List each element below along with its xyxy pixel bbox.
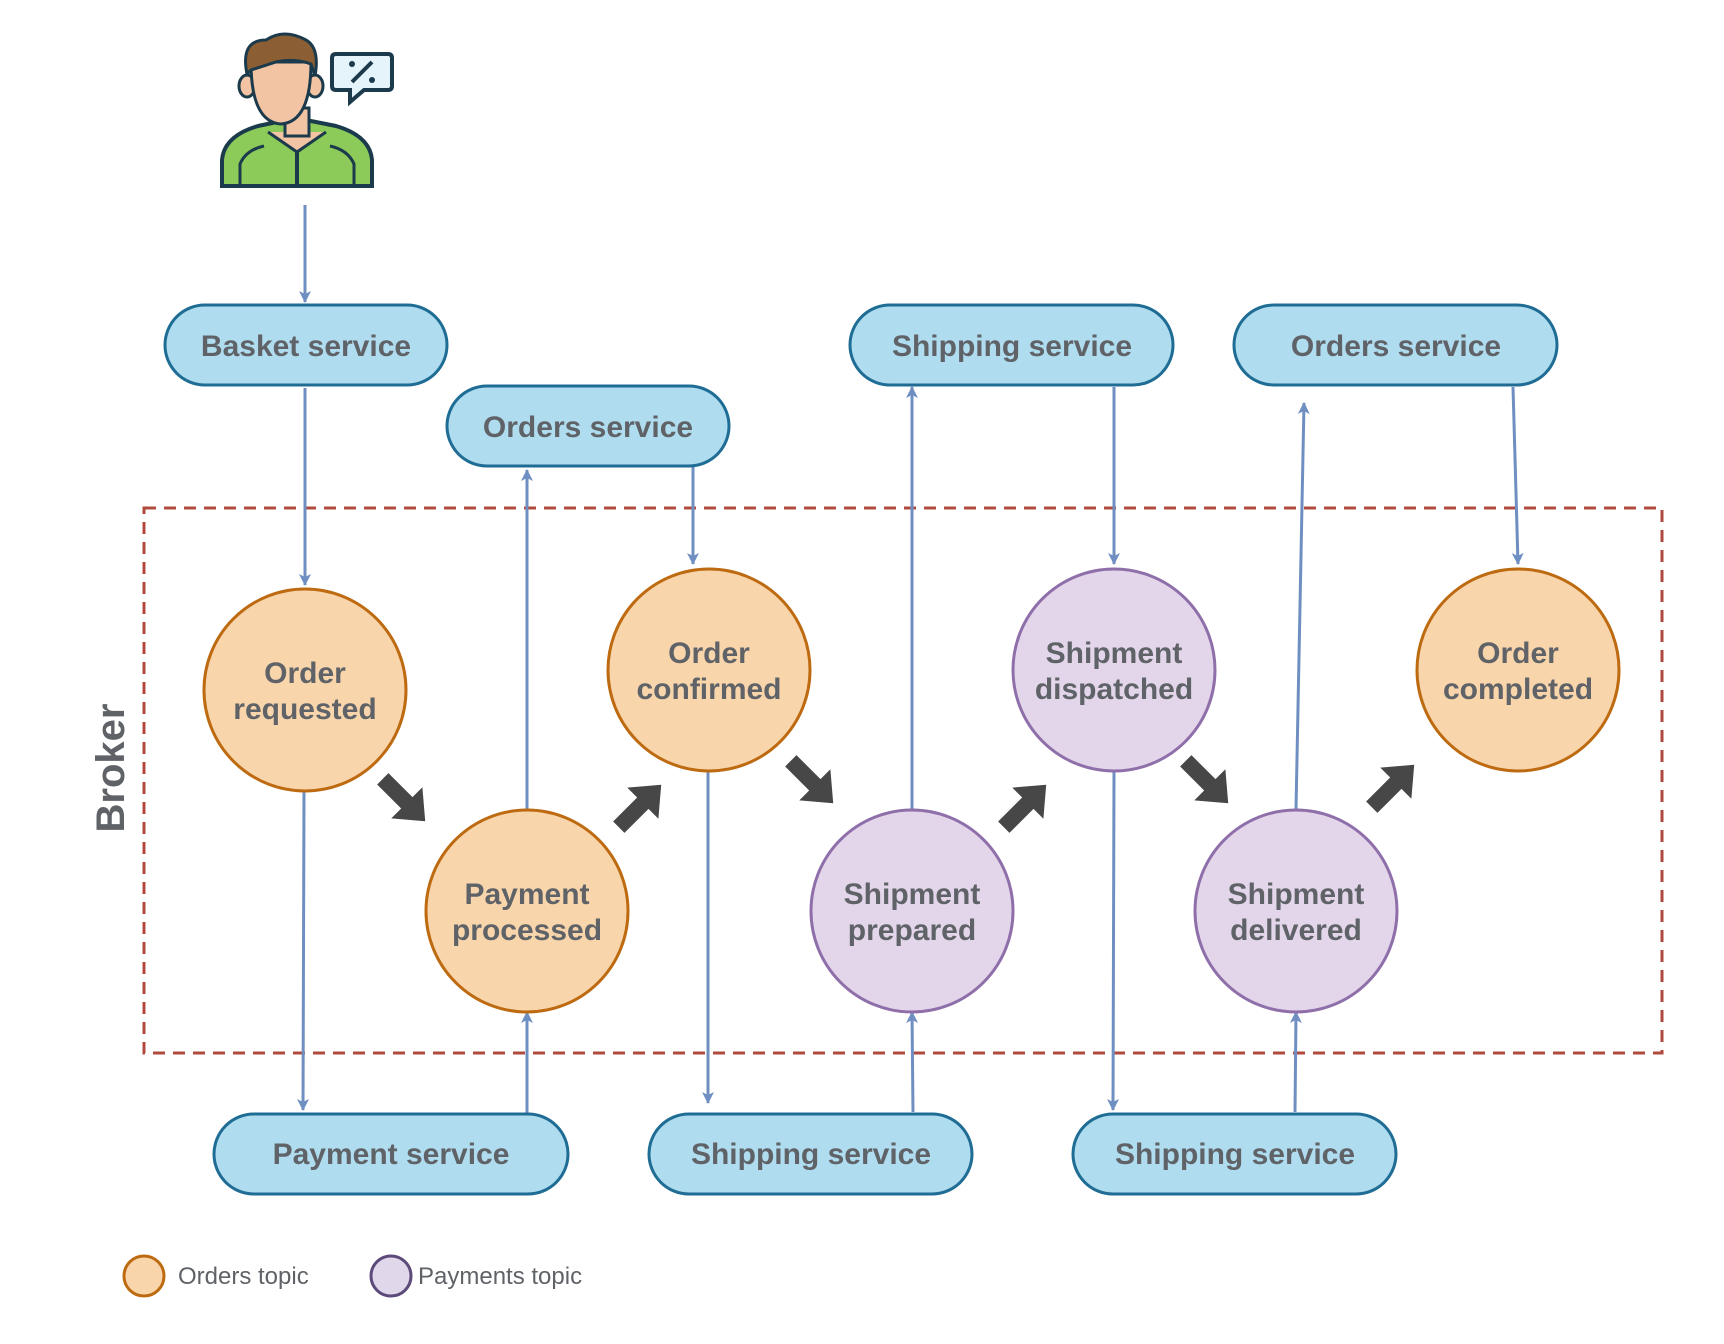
event-order-requested-line1: Order bbox=[264, 657, 346, 690]
flow-arrow-2 bbox=[603, 769, 677, 843]
discount-speech-bubble-icon bbox=[330, 52, 394, 107]
event-order-completed-line1: Order bbox=[1477, 637, 1559, 670]
customer-avatar-icon bbox=[220, 32, 374, 188]
event-payment-processed-line1: Payment bbox=[464, 878, 589, 911]
connector-shipping-service-to-shipment-prepared bbox=[906, 1011, 919, 1113]
legend-orders-topic: Orders topic bbox=[122, 1254, 309, 1298]
service-orders-top[interactable]: Orders service bbox=[1232, 303, 1559, 387]
service-shipping-bottom-2-label: Shipping service bbox=[1115, 1138, 1355, 1171]
legend-payments-topic: Payments topic bbox=[369, 1254, 582, 1298]
flow-arrow-1 bbox=[367, 763, 441, 837]
event-shipment-prepared[interactable]: Shipment prepared bbox=[809, 808, 1015, 1014]
event-shipment-dispatched-line1: Shipment bbox=[1046, 637, 1183, 670]
legend: Orders topic Payments topic bbox=[122, 1254, 582, 1298]
service-shipping-bottom-2[interactable]: Shipping service bbox=[1071, 1112, 1398, 1196]
event-payment-processed-line2: processed bbox=[452, 914, 602, 947]
event-order-requested[interactable]: Order requested bbox=[202, 587, 408, 793]
event-shipment-dispatched[interactable]: Shipment dispatched bbox=[1011, 567, 1217, 773]
legend-payments-swatch bbox=[369, 1254, 413, 1298]
event-order-confirmed-line1: Order bbox=[668, 637, 750, 670]
legend-orders-label: Orders topic bbox=[178, 1263, 309, 1290]
connector-orders-service-to-order-completed bbox=[1511, 386, 1524, 565]
event-shipment-prepared-line2: prepared bbox=[848, 914, 976, 947]
event-order-completed-line2: completed bbox=[1443, 673, 1593, 706]
connector-shipping-service-to-shipment-delivered bbox=[1289, 1011, 1302, 1113]
service-payment[interactable]: Payment service bbox=[212, 1112, 570, 1196]
connector-order-requested-to-payment-service bbox=[297, 791, 310, 1111]
flow-arrow-3 bbox=[775, 745, 849, 819]
broker-region bbox=[142, 506, 1664, 1055]
event-shipment-delivered-line2: delivered bbox=[1230, 914, 1362, 947]
flow-arrow-5 bbox=[1170, 745, 1244, 819]
connector-shipment-delivered-to-orders-service bbox=[1294, 402, 1310, 810]
event-order-confirmed-line2: confirmed bbox=[636, 673, 781, 706]
service-shipping-top-label: Shipping service bbox=[892, 330, 1132, 363]
service-basket[interactable]: Basket service bbox=[163, 303, 449, 387]
connectors bbox=[297, 205, 1524, 1113]
broker-label: Broker bbox=[89, 704, 133, 833]
connector-shipment-dispatched-to-shipping-service bbox=[1107, 771, 1120, 1111]
service-basket-label: Basket service bbox=[201, 330, 411, 363]
legend-payments-label: Payments topic bbox=[418, 1263, 582, 1290]
legend-orders-swatch bbox=[122, 1254, 166, 1298]
service-orders-mid-label: Orders service bbox=[483, 411, 693, 444]
service-shipping-top[interactable]: Shipping service bbox=[848, 303, 1175, 387]
service-orders-top-label: Orders service bbox=[1291, 330, 1501, 363]
service-shipping-bottom-1-label: Shipping service bbox=[691, 1138, 931, 1171]
service-orders-mid[interactable]: Orders service bbox=[445, 384, 731, 468]
service-shipping-bottom-1[interactable]: Shipping service bbox=[647, 1112, 974, 1196]
event-shipment-dispatched-line2: dispatched bbox=[1035, 673, 1193, 706]
event-payment-processed[interactable]: Payment processed bbox=[424, 808, 630, 1014]
event-shipment-prepared-line1: Shipment bbox=[844, 878, 981, 911]
event-shipment-delivered-line1: Shipment bbox=[1228, 878, 1365, 911]
event-shipment-delivered[interactable]: Shipment delivered bbox=[1193, 808, 1399, 1014]
flow-arrow-4 bbox=[988, 769, 1062, 843]
event-order-completed[interactable]: Order completed bbox=[1415, 567, 1621, 773]
event-order-requested-line2: requested bbox=[233, 693, 376, 726]
flow-arrow-6 bbox=[1356, 749, 1430, 823]
event-order-confirmed[interactable]: Order confirmed bbox=[606, 567, 812, 773]
service-payment-label: Payment service bbox=[273, 1138, 510, 1171]
